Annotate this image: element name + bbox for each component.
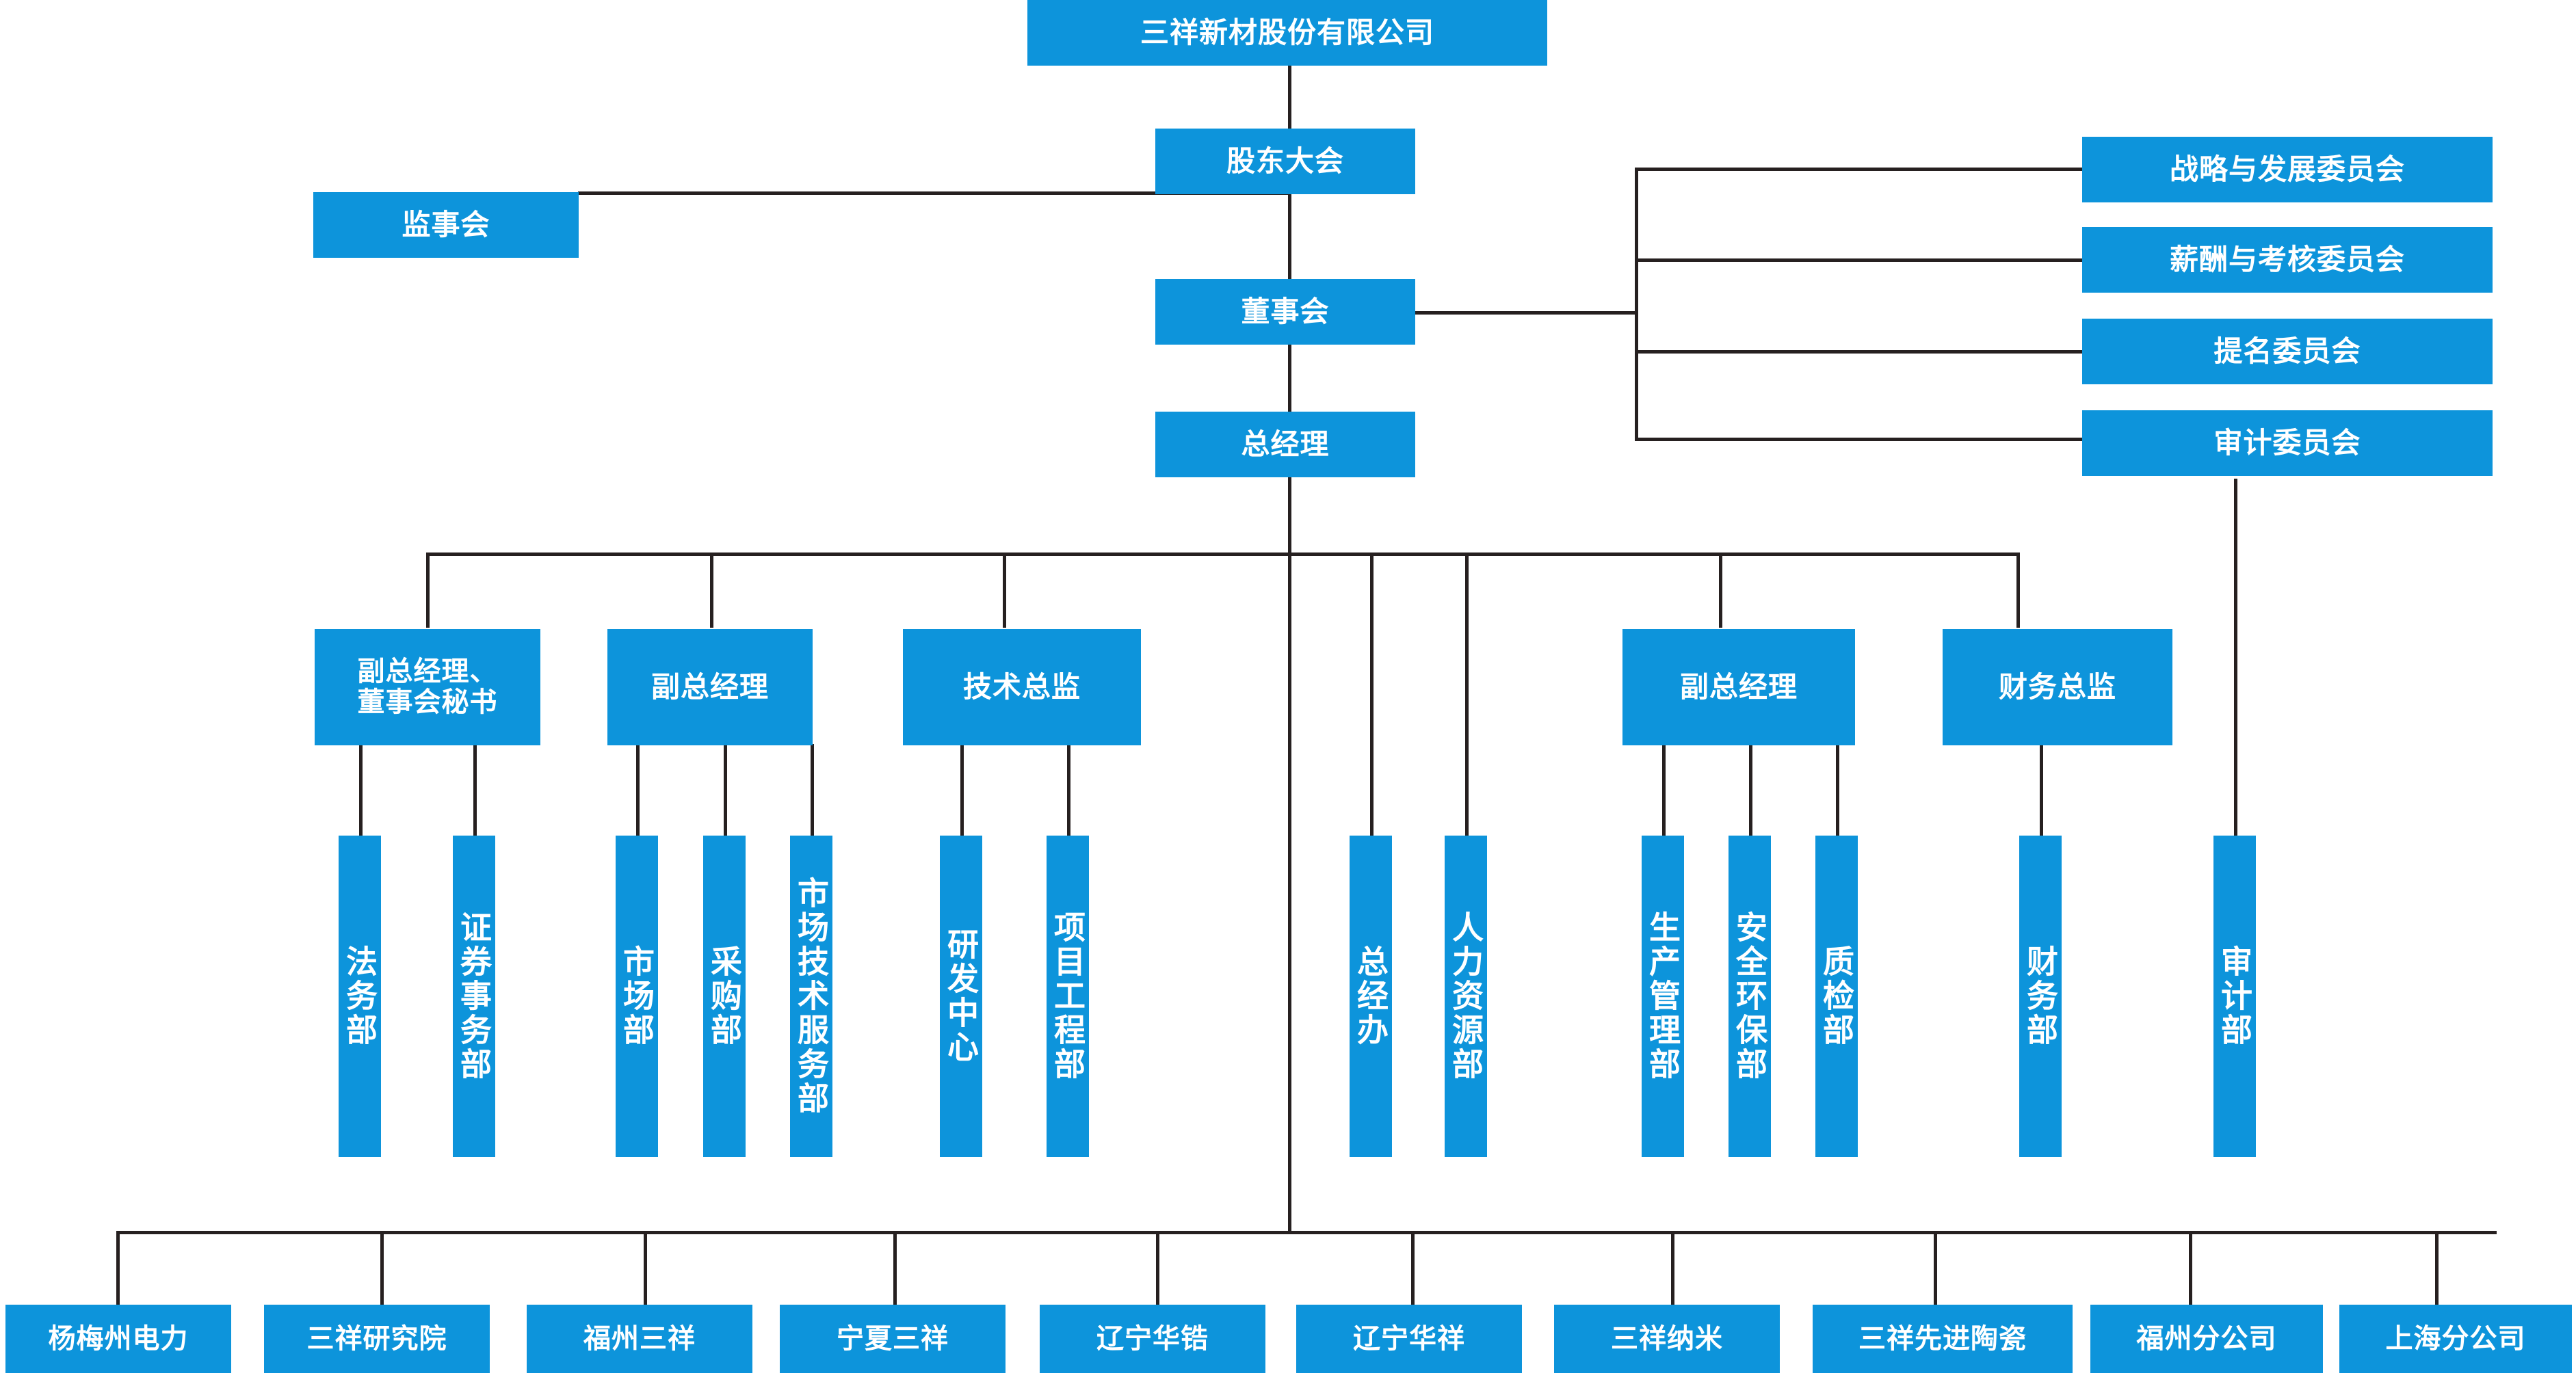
sub-drop-8 [1934, 1231, 1937, 1305]
node-subsidiary-fuzhou-branch[interactable]: 福州分公司 [2090, 1305, 2323, 1373]
node-supervisory-board[interactable]: 监事会 [313, 192, 579, 258]
sub-drop-7 [1671, 1231, 1674, 1305]
node-subsidiary-shanghai-branch[interactable]: 上海分公司 [2339, 1305, 2572, 1373]
committee-branch-1 [1635, 168, 2086, 171]
node-dept-marketing[interactable]: 市场部 [616, 836, 658, 1157]
node-dept-safety-environment[interactable]: 安全环保部 [1729, 836, 1771, 1157]
node-subsidiary-sanxiang-research-institute[interactable]: 三祥研究院 [264, 1305, 490, 1373]
node-dept-legal[interactable]: 法务部 [339, 836, 381, 1157]
node-dept-finance[interactable]: 财务部 [2019, 836, 2062, 1157]
dept-drop-shichang [636, 744, 640, 837]
node-subsidiary-liaoning-huazr[interactable]: 辽宁华锆 [1040, 1305, 1265, 1373]
node-general-manager[interactable]: 总经理 [1155, 412, 1415, 477]
node-dept-human-resources[interactable]: 人力资源部 [1445, 836, 1487, 1157]
node-board-of-directors[interactable]: 董事会 [1155, 279, 1415, 345]
node-dept-audit[interactable]: 审计部 [2213, 836, 2256, 1157]
committee-branch-4 [1635, 438, 2086, 441]
dept-drop-jishufuwu [811, 744, 814, 837]
node-exec-deputy-gm-2[interactable]: 副总经理 [1622, 629, 1855, 745]
node-shareholders-meeting[interactable]: 股东大会 [1155, 129, 1415, 194]
committee-branch-2 [1635, 258, 2086, 262]
dept-drop-anquan [1749, 744, 1752, 837]
sub-drop-4 [893, 1231, 897, 1305]
committee-branch-3 [1635, 350, 2086, 354]
board-to-committee-connector [1289, 311, 1638, 315]
node-committee-nomination[interactable]: 提名委员会 [2082, 319, 2493, 384]
node-subsidiary-liaoning-huaxiang[interactable]: 辽宁华祥 [1296, 1305, 1522, 1373]
sub-drop-9 [2189, 1231, 2192, 1305]
exec-drop-2 [710, 553, 713, 628]
node-committee-audit[interactable]: 审计委员会 [2082, 410, 2493, 476]
node-dept-rd-center[interactable]: 研发中心 [940, 836, 982, 1157]
exec-drop-5 [1465, 553, 1469, 836]
node-exec-deputy-gm-board-secretary[interactable]: 副总经理、 董事会秘书 [315, 629, 540, 745]
sub-drop-10 [2435, 1231, 2439, 1305]
node-company[interactable]: 三祥新材股份有限公司 [1027, 0, 1547, 66]
dept-drop-zhengquan [473, 744, 477, 837]
node-dept-quality-inspection[interactable]: 质检部 [1815, 836, 1858, 1157]
node-subsidiary-ningxia-sanxiang[interactable]: 宁夏三祥 [780, 1305, 1006, 1373]
committee-vertical-spine [1635, 168, 1638, 441]
main-vertical-spine [1288, 33, 1291, 1231]
exec-drop-3 [1003, 553, 1006, 628]
node-exec-technical-director[interactable]: 技术总监 [903, 629, 1141, 745]
sub-drop-3 [644, 1231, 647, 1305]
executive-distribution-bar [426, 553, 2019, 556]
dept-drop-yanfa [960, 744, 964, 837]
dept-drop-caiwu [2040, 744, 2043, 837]
node-dept-project-engineering[interactable]: 项目工程部 [1047, 836, 1089, 1157]
sub-drop-1 [116, 1231, 120, 1305]
node-exec-deputy-gm-1[interactable]: 副总经理 [607, 629, 813, 745]
exec-drop-1 [426, 553, 430, 628]
exec-drop-4 [1370, 553, 1374, 836]
node-subsidiary-sanxiang-nano[interactable]: 三祥纳米 [1554, 1305, 1780, 1373]
sub-drop-6 [1411, 1231, 1415, 1305]
exec-drop-6 [1719, 553, 1722, 628]
node-dept-production-management[interactable]: 生产管理部 [1642, 836, 1684, 1157]
node-dept-gm-office[interactable]: 总经办 [1350, 836, 1392, 1157]
dept-drop-zhijian [1836, 744, 1839, 837]
dept-drop-xiangmu [1067, 744, 1070, 837]
node-subsidiary-yangmeizhou-power[interactable]: 杨梅州电力 [5, 1305, 231, 1373]
node-exec-finance-director[interactable]: 财务总监 [1943, 629, 2172, 745]
node-subsidiary-fuzhou-sanxiang[interactable]: 福州三祥 [527, 1305, 752, 1373]
exec-drop-7 [2016, 553, 2020, 628]
sub-drop-5 [1156, 1231, 1159, 1305]
node-dept-market-tech-service[interactable]: 市场技术服务部 [790, 836, 832, 1157]
node-committee-remuneration[interactable]: 薪酬与考核委员会 [2082, 227, 2493, 293]
node-committee-strategy[interactable]: 战略与发展委员会 [2082, 137, 2493, 202]
sub-drop-2 [380, 1231, 384, 1305]
dept-drop-shengchan [1662, 744, 1666, 837]
dept-drop-caigou [724, 744, 727, 837]
audit-committee-to-audit-dept-line [2234, 479, 2237, 836]
subsidiary-distribution-bar [116, 1231, 2497, 1234]
node-dept-procurement[interactable]: 采购部 [703, 836, 746, 1157]
node-subsidiary-sanxiang-advanced-ceramics[interactable]: 三祥先进陶瓷 [1813, 1305, 2073, 1373]
dept-drop-fawu [359, 744, 363, 837]
node-dept-securities-affairs[interactable]: 证券事务部 [453, 836, 495, 1157]
supervisory-connector [578, 191, 1291, 195]
